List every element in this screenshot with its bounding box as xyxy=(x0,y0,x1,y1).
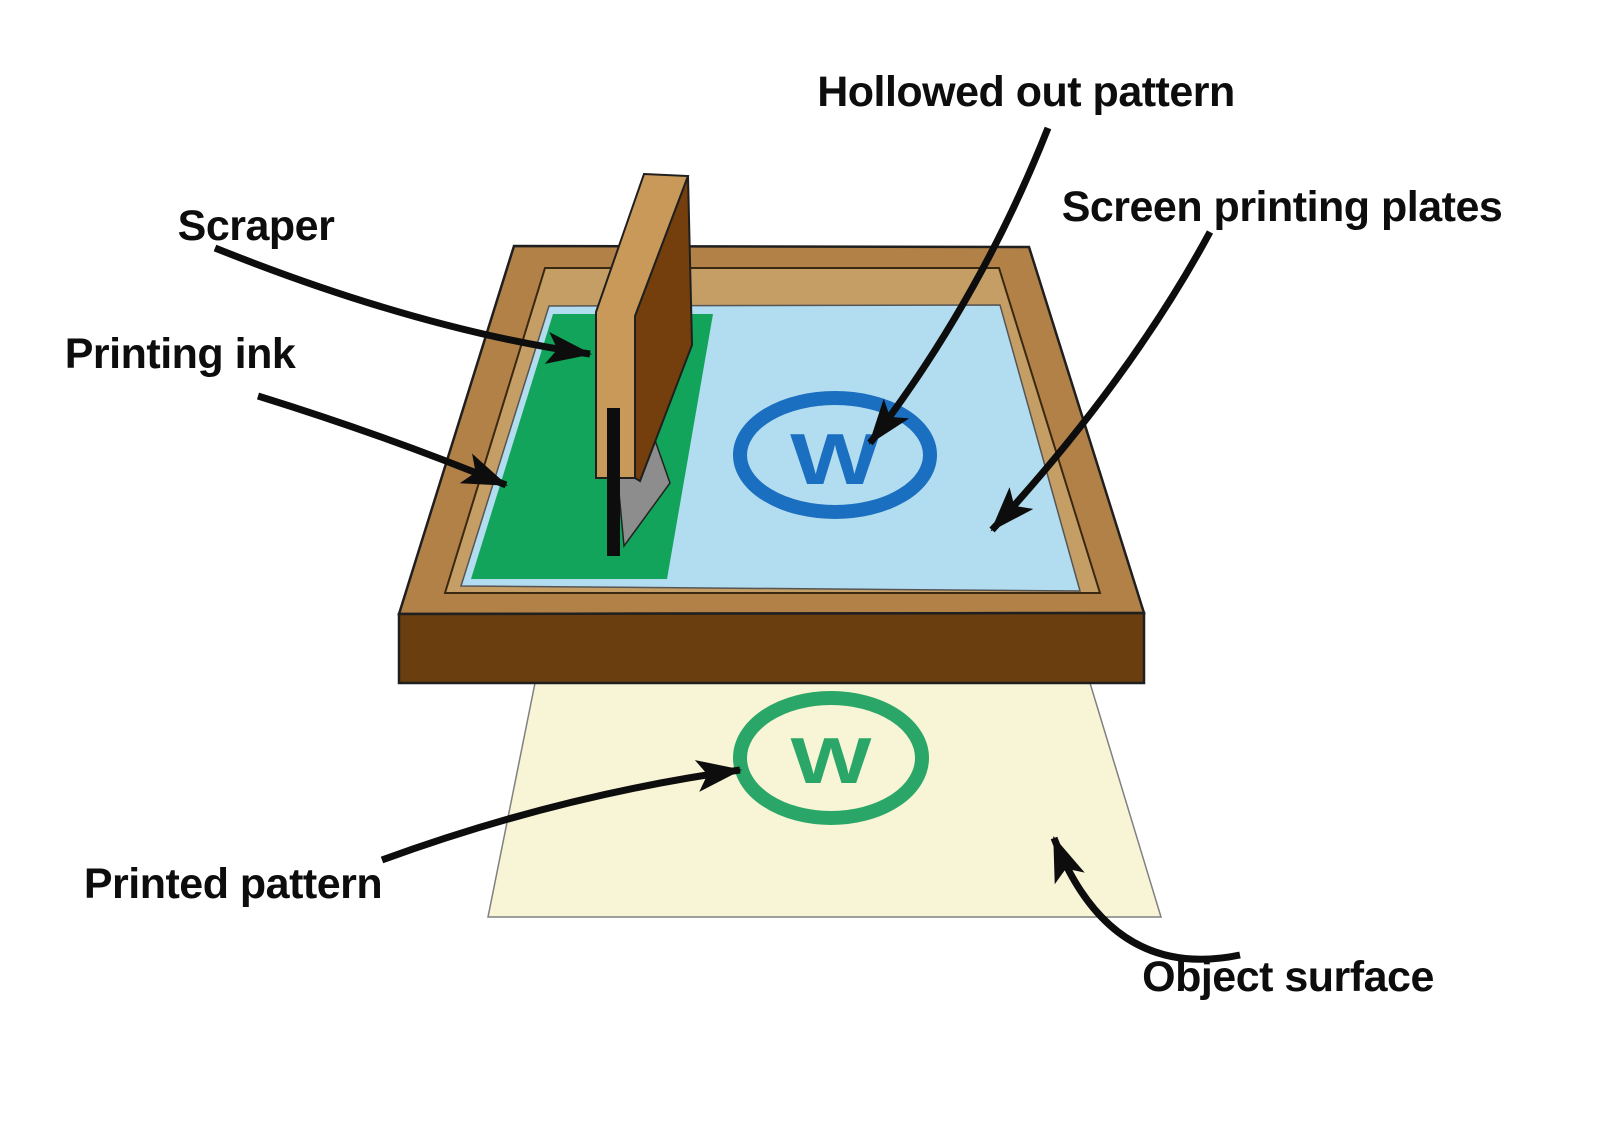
arrow-object-surface xyxy=(1050,836,1241,963)
label-printing-ink: Printing ink xyxy=(65,330,296,378)
label-hollowed-out-pattern: Hollowed out pattern xyxy=(817,68,1235,116)
arrow-hollowed-pattern xyxy=(867,126,1052,446)
hollowed-pattern-ring xyxy=(733,391,937,519)
hollowed-pattern-letter: W xyxy=(790,419,880,499)
label-scraper: Scraper xyxy=(178,202,335,250)
label-printed-pattern: Printed pattern xyxy=(84,860,382,908)
arrow-screen-plates xyxy=(989,230,1214,533)
label-screen-printing-plates: Screen printing plates xyxy=(1062,183,1503,231)
scraper-front-face xyxy=(595,172,690,479)
label-object-surface: Object surface xyxy=(1142,953,1434,1001)
printed-pattern-letter: W xyxy=(791,725,872,798)
printed-pattern-ring xyxy=(733,691,929,825)
scraper-handle-bar xyxy=(607,408,620,556)
frame-front-face xyxy=(397,611,1146,685)
arrow-scraper xyxy=(213,244,593,364)
arrow-printing-ink xyxy=(256,392,508,489)
arrow-printed-pattern xyxy=(380,760,743,864)
